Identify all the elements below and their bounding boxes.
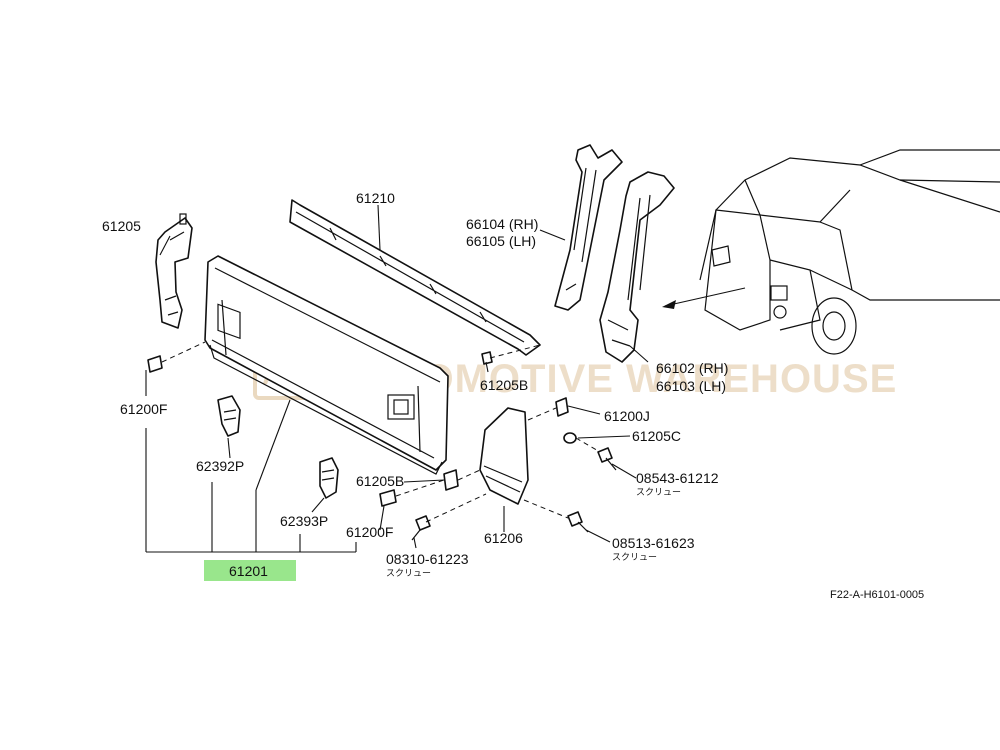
part-08543-screw (597, 447, 617, 471)
label-66105[interactable]: 66105 (LH) (466, 233, 536, 249)
part-61200f-mid (379, 489, 397, 507)
part-61210-rail (289, 199, 541, 356)
label-62392p[interactable]: 62392P (196, 458, 244, 474)
label-61201[interactable]: 61201 (229, 563, 268, 579)
label-08310-sub: スクリュー (386, 568, 431, 579)
label-61210[interactable]: 61210 (356, 190, 395, 206)
label-66102[interactable]: 66102 (RH) (656, 360, 728, 376)
part-08310-screw (411, 515, 431, 541)
label-66104[interactable]: 66104 (RH) (466, 216, 538, 232)
truck-arrow-head (662, 300, 676, 309)
part-labels: 61205 61210 66104 (RH) 66105 (LH) 66102 … (102, 190, 924, 601)
part-08513-screw (567, 511, 589, 533)
dashed-assembly-lines (161, 341, 601, 523)
label-61206[interactable]: 61206 (484, 530, 523, 546)
part-61205-bracket (155, 213, 193, 329)
part-61206-cover (479, 407, 529, 505)
label-61200f-left[interactable]: 61200F (120, 401, 167, 417)
part-62393p-clip (319, 457, 339, 499)
truck-illustration (699, 149, 1000, 355)
label-08543-sub: スクリュー (636, 487, 681, 498)
label-61205[interactable]: 61205 (102, 218, 141, 234)
label-61205b-top[interactable]: 61205B (480, 377, 528, 393)
part-61205b-top (481, 351, 493, 365)
label-61200j[interactable]: 61200J (604, 408, 650, 424)
label-08513-61623[interactable]: 08513-61623 (612, 535, 695, 551)
label-08513-sub: スクリュー (612, 552, 657, 563)
part-62392p-clip (217, 395, 241, 437)
leader-lines (145, 204, 649, 553)
label-66103[interactable]: 66103 (LH) (656, 378, 726, 394)
label-61205b-mid[interactable]: 61205B (356, 473, 404, 489)
part-61200f-left (147, 355, 163, 373)
part-66102-pillar (599, 171, 675, 363)
part-61205b-mid (443, 469, 459, 491)
truck-arrow (664, 287, 746, 307)
label-61205c[interactable]: 61205C (632, 428, 681, 444)
selected-part-highlight (204, 560, 296, 581)
label-08310-61223[interactable]: 08310-61223 (386, 551, 469, 567)
label-62393p[interactable]: 62393P (280, 513, 328, 529)
part-61205c-washer (563, 432, 577, 444)
part-66104-pillar (554, 144, 623, 311)
figure-code: F22-A-H6101-0005 (830, 589, 924, 601)
label-61200f-mid[interactable]: 61200F (346, 524, 393, 540)
part-61200j-clip (555, 397, 569, 417)
part-61201-panel (204, 255, 449, 475)
label-08543-61212[interactable]: 08543-61212 (636, 470, 719, 486)
